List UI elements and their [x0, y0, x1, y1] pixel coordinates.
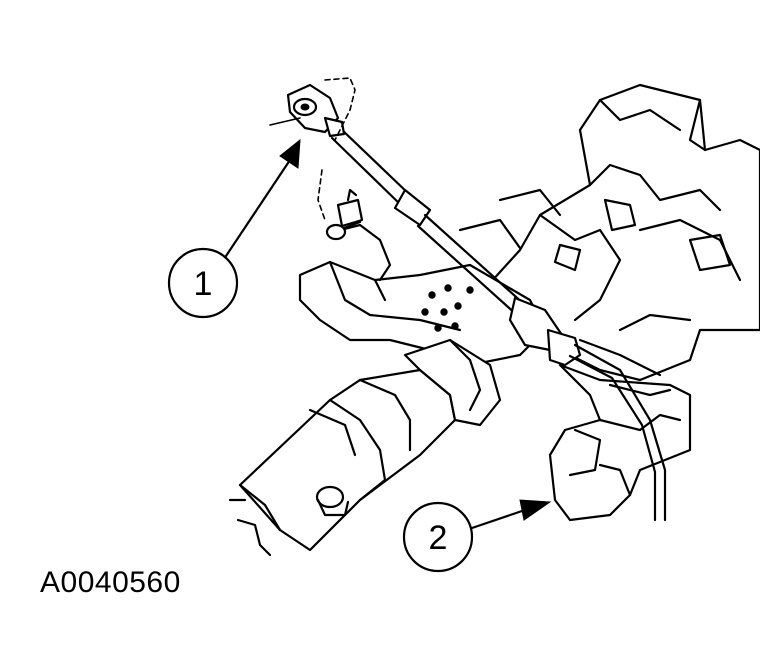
callout-1-label: 1: [194, 265, 213, 303]
rod-end-eyelet: [286, 83, 346, 138]
column-bracket-plate: [298, 223, 547, 367]
figure-id: A0040560: [40, 566, 181, 599]
column-housing: [458, 83, 760, 382]
pivot-dashed-line: [324, 77, 356, 141]
lower-bracket: [548, 363, 692, 522]
mounting-stud: [325, 188, 364, 241]
steering-shaft: [228, 338, 502, 557]
pivot-arc: [269, 117, 301, 126]
callout-1: 1: [167, 138, 301, 319]
callout-2: 2: [402, 499, 552, 573]
callout-2-label: 2: [429, 519, 448, 557]
cable-rod: [330, 126, 667, 522]
pivot-dashed-line-2: [317, 169, 326, 221]
